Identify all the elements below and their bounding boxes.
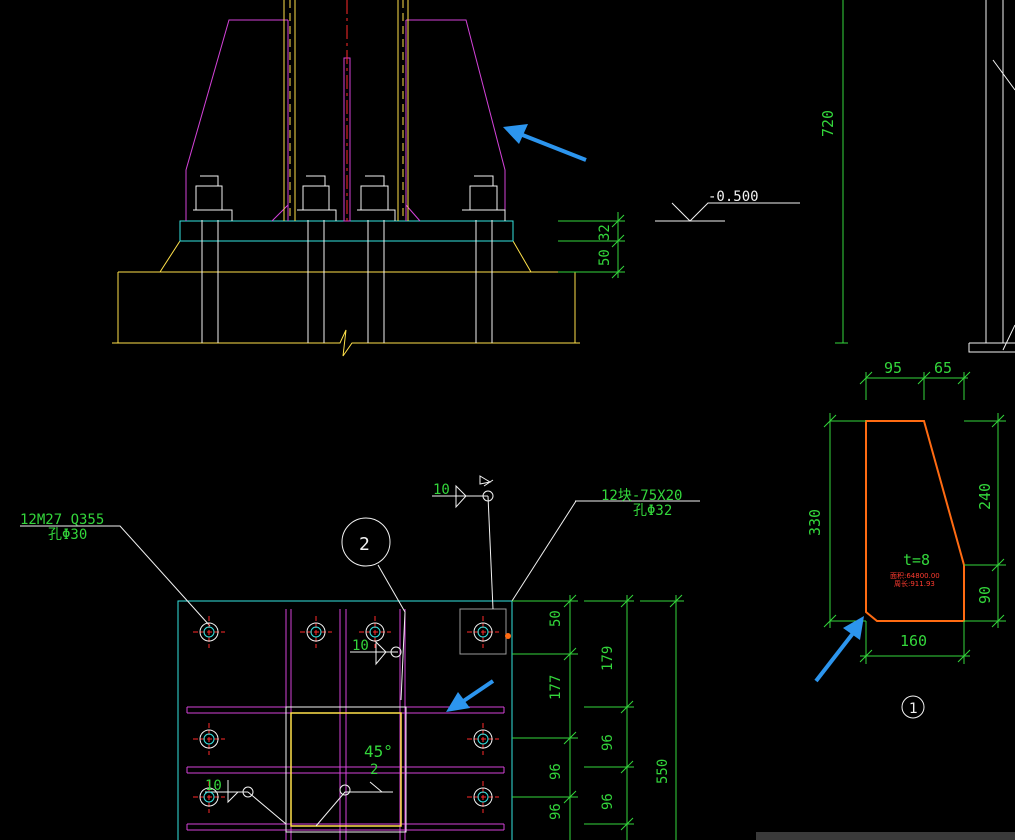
anchor-bolt-symbol: [193, 723, 225, 755]
dim-330: 330: [806, 509, 824, 536]
plate-outline: [865, 420, 965, 622]
plate-area-note: 面积:64800.00: [890, 571, 940, 580]
column-section-inner: [290, 712, 402, 827]
column-flange-right: [397, 0, 409, 221]
anchor-bolt-symbol: [300, 616, 332, 648]
anchor-bolt-symbol: [467, 723, 499, 755]
elevation-dimensions: [558, 212, 625, 279]
weld-angle: 45°: [364, 742, 393, 761]
base-plate-plan: [20, 475, 700, 840]
stiffener-inner: [271, 20, 421, 222]
dim-plan-179: 179: [600, 646, 616, 671]
weld-symbol-d: [315, 781, 393, 827]
foundation-outline: [112, 271, 580, 357]
washer-plate: [459, 608, 507, 655]
stiffener-left: [185, 19, 288, 221]
dim-plan-96b: 96: [548, 803, 564, 820]
dim-90: 90: [976, 586, 994, 604]
detail-1-number: 1: [909, 701, 918, 717]
dim-plan-50: 50: [548, 610, 564, 627]
dim-65: 65: [934, 359, 952, 377]
plate-perimeter-note: 周长:911.93: [894, 579, 935, 588]
dim-95: 95: [884, 359, 902, 377]
dim-plan-550: 550: [655, 759, 671, 784]
annotation-arrow-plate: [814, 616, 864, 683]
anchor-bolt-symbol: [193, 616, 225, 648]
weld-size-d: 2: [370, 762, 378, 778]
grout-slope: [159, 240, 532, 273]
weld-size-b: 10: [352, 638, 369, 654]
dim-240: 240: [976, 483, 994, 510]
column-section: [285, 706, 407, 833]
anchor-bolt-symbol: [467, 616, 499, 648]
side-view: [835, 0, 1015, 353]
weld-symbol-b: [350, 640, 398, 666]
stiffener-right: [406, 19, 506, 221]
plan-base-outline: [177, 600, 513, 840]
anchor-bolt-spec: 12M27 Q355: [20, 512, 104, 528]
stiffener-plate-detail: [823, 371, 1006, 719]
horizontal-scrollbar[interactable]: [756, 832, 1015, 840]
column-base-elevation: [112, 0, 800, 357]
anchor-bolts-elevation: [193, 175, 506, 343]
dim-plan-96a: 96: [548, 763, 564, 780]
dim-plan-96c: 96: [600, 734, 616, 751]
washer-spec: 12块-75X20: [601, 488, 682, 504]
anchor-hole-spec: 孔Φ30: [48, 527, 87, 543]
anchor-bolt-symbol: [193, 781, 225, 813]
dim-elev-50: 50: [597, 249, 613, 266]
dim-plan-96d: 96: [600, 793, 616, 810]
weld-size-a: 10: [433, 482, 450, 498]
weld-symbol-c: [205, 780, 287, 825]
dim-160: 160: [900, 632, 927, 650]
column-web-dashed: [289, 0, 404, 221]
dim-elev-32: 32: [597, 224, 613, 241]
weld-size-c: 10: [205, 778, 222, 794]
annotation-arrow-elevation: [503, 124, 587, 162]
column-flange-left: [283, 0, 296, 221]
anchor-bolt-symbol: [467, 781, 499, 813]
dim-plan-177: 177: [548, 675, 564, 700]
annotation-arrow-plan: [446, 679, 495, 712]
anchor-bolt-symbol: [359, 616, 391, 648]
detail-2-circle: [341, 517, 391, 567]
detail-2-number: 2: [359, 534, 370, 555]
level-label: -0.500: [708, 189, 759, 205]
base-plate: [179, 220, 514, 242]
detail-1-circle: [901, 695, 925, 719]
washer-hole-spec: 孔Φ32: [633, 503, 672, 519]
level-marker: [655, 202, 800, 222]
leaders: [20, 475, 700, 701]
anchor-bolts-plan: [193, 616, 499, 813]
weld-symbol-a: [432, 484, 488, 509]
dim-side-720: 720: [819, 110, 837, 137]
plate-thickness: t=8: [903, 551, 930, 569]
